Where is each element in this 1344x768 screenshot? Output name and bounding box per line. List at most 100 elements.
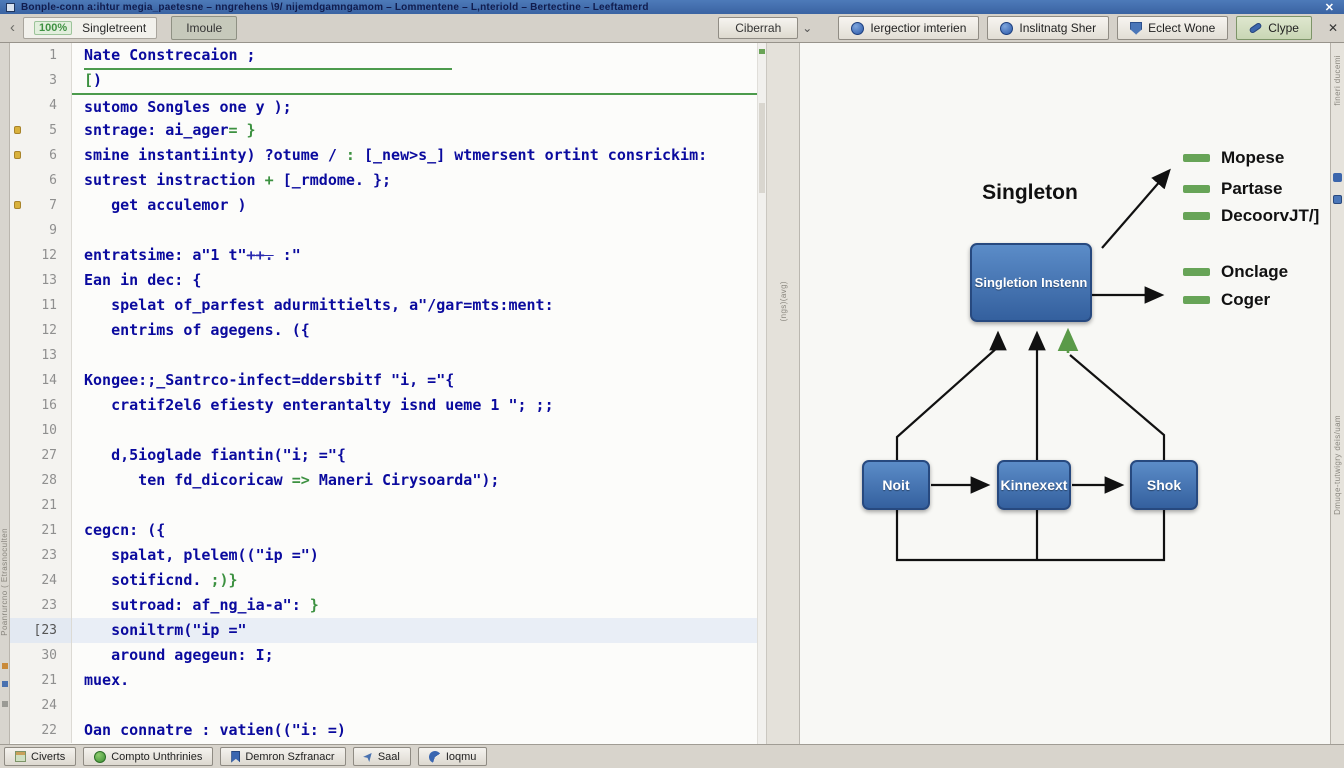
- ioqmu-button[interactable]: Ioqmu: [417, 747, 488, 766]
- code-line[interactable]: 10: [10, 418, 766, 443]
- code-text: d,5ioglade fiantin("i; ="{: [84, 446, 346, 464]
- code-line[interactable]: 13: [10, 343, 766, 368]
- code-line[interactable]: 7 get acculemor ): [10, 193, 766, 218]
- stripe-tool-icon[interactable]: [1333, 173, 1342, 182]
- left-stripe-label[interactable]: Poanrurcno ( Etrasnoculten: [0, 528, 9, 636]
- code-text: soniltrm("ip =": [84, 621, 247, 639]
- clype-button[interactable]: Clype: [1236, 16, 1312, 40]
- code-line[interactable]: 21: [10, 493, 766, 518]
- legend-item[interactable]: Partase: [1183, 179, 1282, 199]
- inslitnatg-sher-button[interactable]: Inslitnatg Sher: [987, 16, 1110, 40]
- civerts-button[interactable]: Civerts: [4, 747, 77, 766]
- back-button[interactable]: ‹: [10, 18, 15, 36]
- code-text: Ean in dec: {: [84, 271, 202, 289]
- run-config-dropdown[interactable]: Ciberrah: [718, 17, 799, 39]
- legend-item[interactable]: Coger: [1183, 290, 1270, 310]
- line-number: 9: [10, 218, 72, 243]
- code-text: [72, 418, 766, 443]
- demron-szfranacr-button[interactable]: Demron Szfranacr: [220, 747, 346, 766]
- line-number: 24: [10, 693, 72, 718]
- legend-dash-icon: [1183, 154, 1210, 162]
- line-number: 22: [10, 718, 72, 743]
- window-title: Bonple-conn a:ihtur megia_paetesne – nng…: [21, 1, 649, 13]
- stripe-marker-icon: [2, 701, 8, 707]
- left-tool-stripe: Poanrurcno ( Etrasnoculten: [0, 43, 10, 744]
- toolbar-button-label: Iergectior imterien: [870, 21, 967, 35]
- wrench-icon: [1248, 21, 1263, 35]
- code-line[interactable]: [23 soniltrm("ip =": [10, 618, 766, 643]
- stripe-marker-icon: [2, 663, 8, 669]
- code-line[interactable]: 24: [10, 693, 766, 718]
- code-line[interactable]: 27 d,5ioglade fiantin("i; ="{: [10, 443, 766, 468]
- legend-item[interactable]: DecoorvJT/]: [1183, 206, 1319, 226]
- singleton-instance-node[interactable]: Singletion Instenn: [970, 243, 1092, 322]
- code-line[interactable]: 11 spelat of_parfest adurmittielts, a"/g…: [10, 293, 766, 318]
- splitter[interactable]: (ngs)(avg): [766, 43, 800, 744]
- shield-icon: [1130, 21, 1143, 35]
- code-line[interactable]: 23 spalat, plelem(("ip ="): [10, 543, 766, 568]
- gutter-key-icon[interactable]: [14, 151, 21, 159]
- stripe-tool-icon[interactable]: [1333, 195, 1342, 204]
- code-line[interactable]: 23 sutroad: af_ng_ia-a": }: [10, 593, 766, 618]
- saal-button[interactable]: ➤Saal: [352, 747, 411, 766]
- code-line[interactable]: 30 around agegeun: I;: [10, 643, 766, 668]
- legend-dash-icon: [1183, 212, 1210, 220]
- tab-module[interactable]: Imoule: [171, 16, 238, 40]
- legend-item[interactable]: Onclage: [1183, 262, 1288, 282]
- scrollbar-thumb[interactable]: [759, 103, 765, 193]
- code-text: [72, 493, 766, 518]
- code-line[interactable]: 24 sotificnd. ;)}: [10, 568, 766, 593]
- window-close-button[interactable]: ✕: [1324, 1, 1334, 14]
- statusbar-button-label: Compto Unthrinies: [111, 750, 203, 763]
- gutter-key-icon[interactable]: [14, 201, 21, 209]
- right-stripe-label-mid[interactable]: Dmuqe-tutwigry deis/uam: [1333, 415, 1342, 515]
- right-stripe-label-top[interactable]: fineri ducemi: [1333, 55, 1342, 106]
- highlight-icon: [1000, 21, 1014, 35]
- compto-unthrinies-button[interactable]: Compto Unthrinies: [83, 747, 214, 766]
- diagram-node-shok[interactable]: Shok: [1130, 460, 1198, 510]
- legend-label: Mopese: [1221, 148, 1285, 167]
- code-line[interactable]: 9: [10, 218, 766, 243]
- code-line[interactable]: 28 ten fd_dicoricaw => Maneri Cirysoarda…: [10, 468, 766, 493]
- code-line[interactable]: 12 entrims of agegens. ({: [10, 318, 766, 343]
- panel-close-button[interactable]: ✕: [1327, 21, 1338, 35]
- legend-item[interactable]: Mopese: [1183, 148, 1284, 168]
- legend-label: Coger: [1221, 290, 1271, 309]
- swoosh-icon: [428, 750, 441, 763]
- code-text: Nate Constrecaion ;: [72, 43, 766, 70]
- legend-dash-icon: [1183, 268, 1210, 276]
- code-text: [72, 218, 766, 243]
- gutter-key-icon[interactable]: [14, 126, 21, 134]
- diagram-node-noit[interactable]: Noit: [862, 460, 930, 510]
- code-text: sutomo Songles one y );: [72, 93, 766, 118]
- line-number: 7: [10, 193, 72, 218]
- code-line[interactable]: 16 cratif2el6 efiesty enterantalty isnd …: [10, 393, 766, 418]
- eclect-wone-button[interactable]: Eclect Wone: [1117, 16, 1229, 40]
- iergectior-imterien-button[interactable]: Iergectior imterien: [838, 16, 980, 40]
- code-text: spalat, plelem(("ip ="): [84, 546, 319, 564]
- line-number: 27: [10, 443, 72, 468]
- chevron-down-icon[interactable]: ⌄: [802, 21, 813, 35]
- line-number: 13: [10, 268, 72, 293]
- code-text: muex.: [84, 671, 130, 689]
- code-line[interactable]: 3[): [10, 68, 766, 93]
- cursor-icon: ➤: [361, 749, 377, 765]
- code-line[interactable]: 13 Ean in dec: {: [10, 268, 766, 293]
- editor-tab[interactable]: 100% Singletreent: [23, 17, 158, 39]
- line-number: 12: [10, 318, 72, 343]
- diagram-node-kinnexext[interactable]: Kinnexext: [997, 460, 1071, 510]
- editor-scrollbar[interactable]: [757, 43, 766, 744]
- code-text: cegcn: ({: [84, 521, 166, 539]
